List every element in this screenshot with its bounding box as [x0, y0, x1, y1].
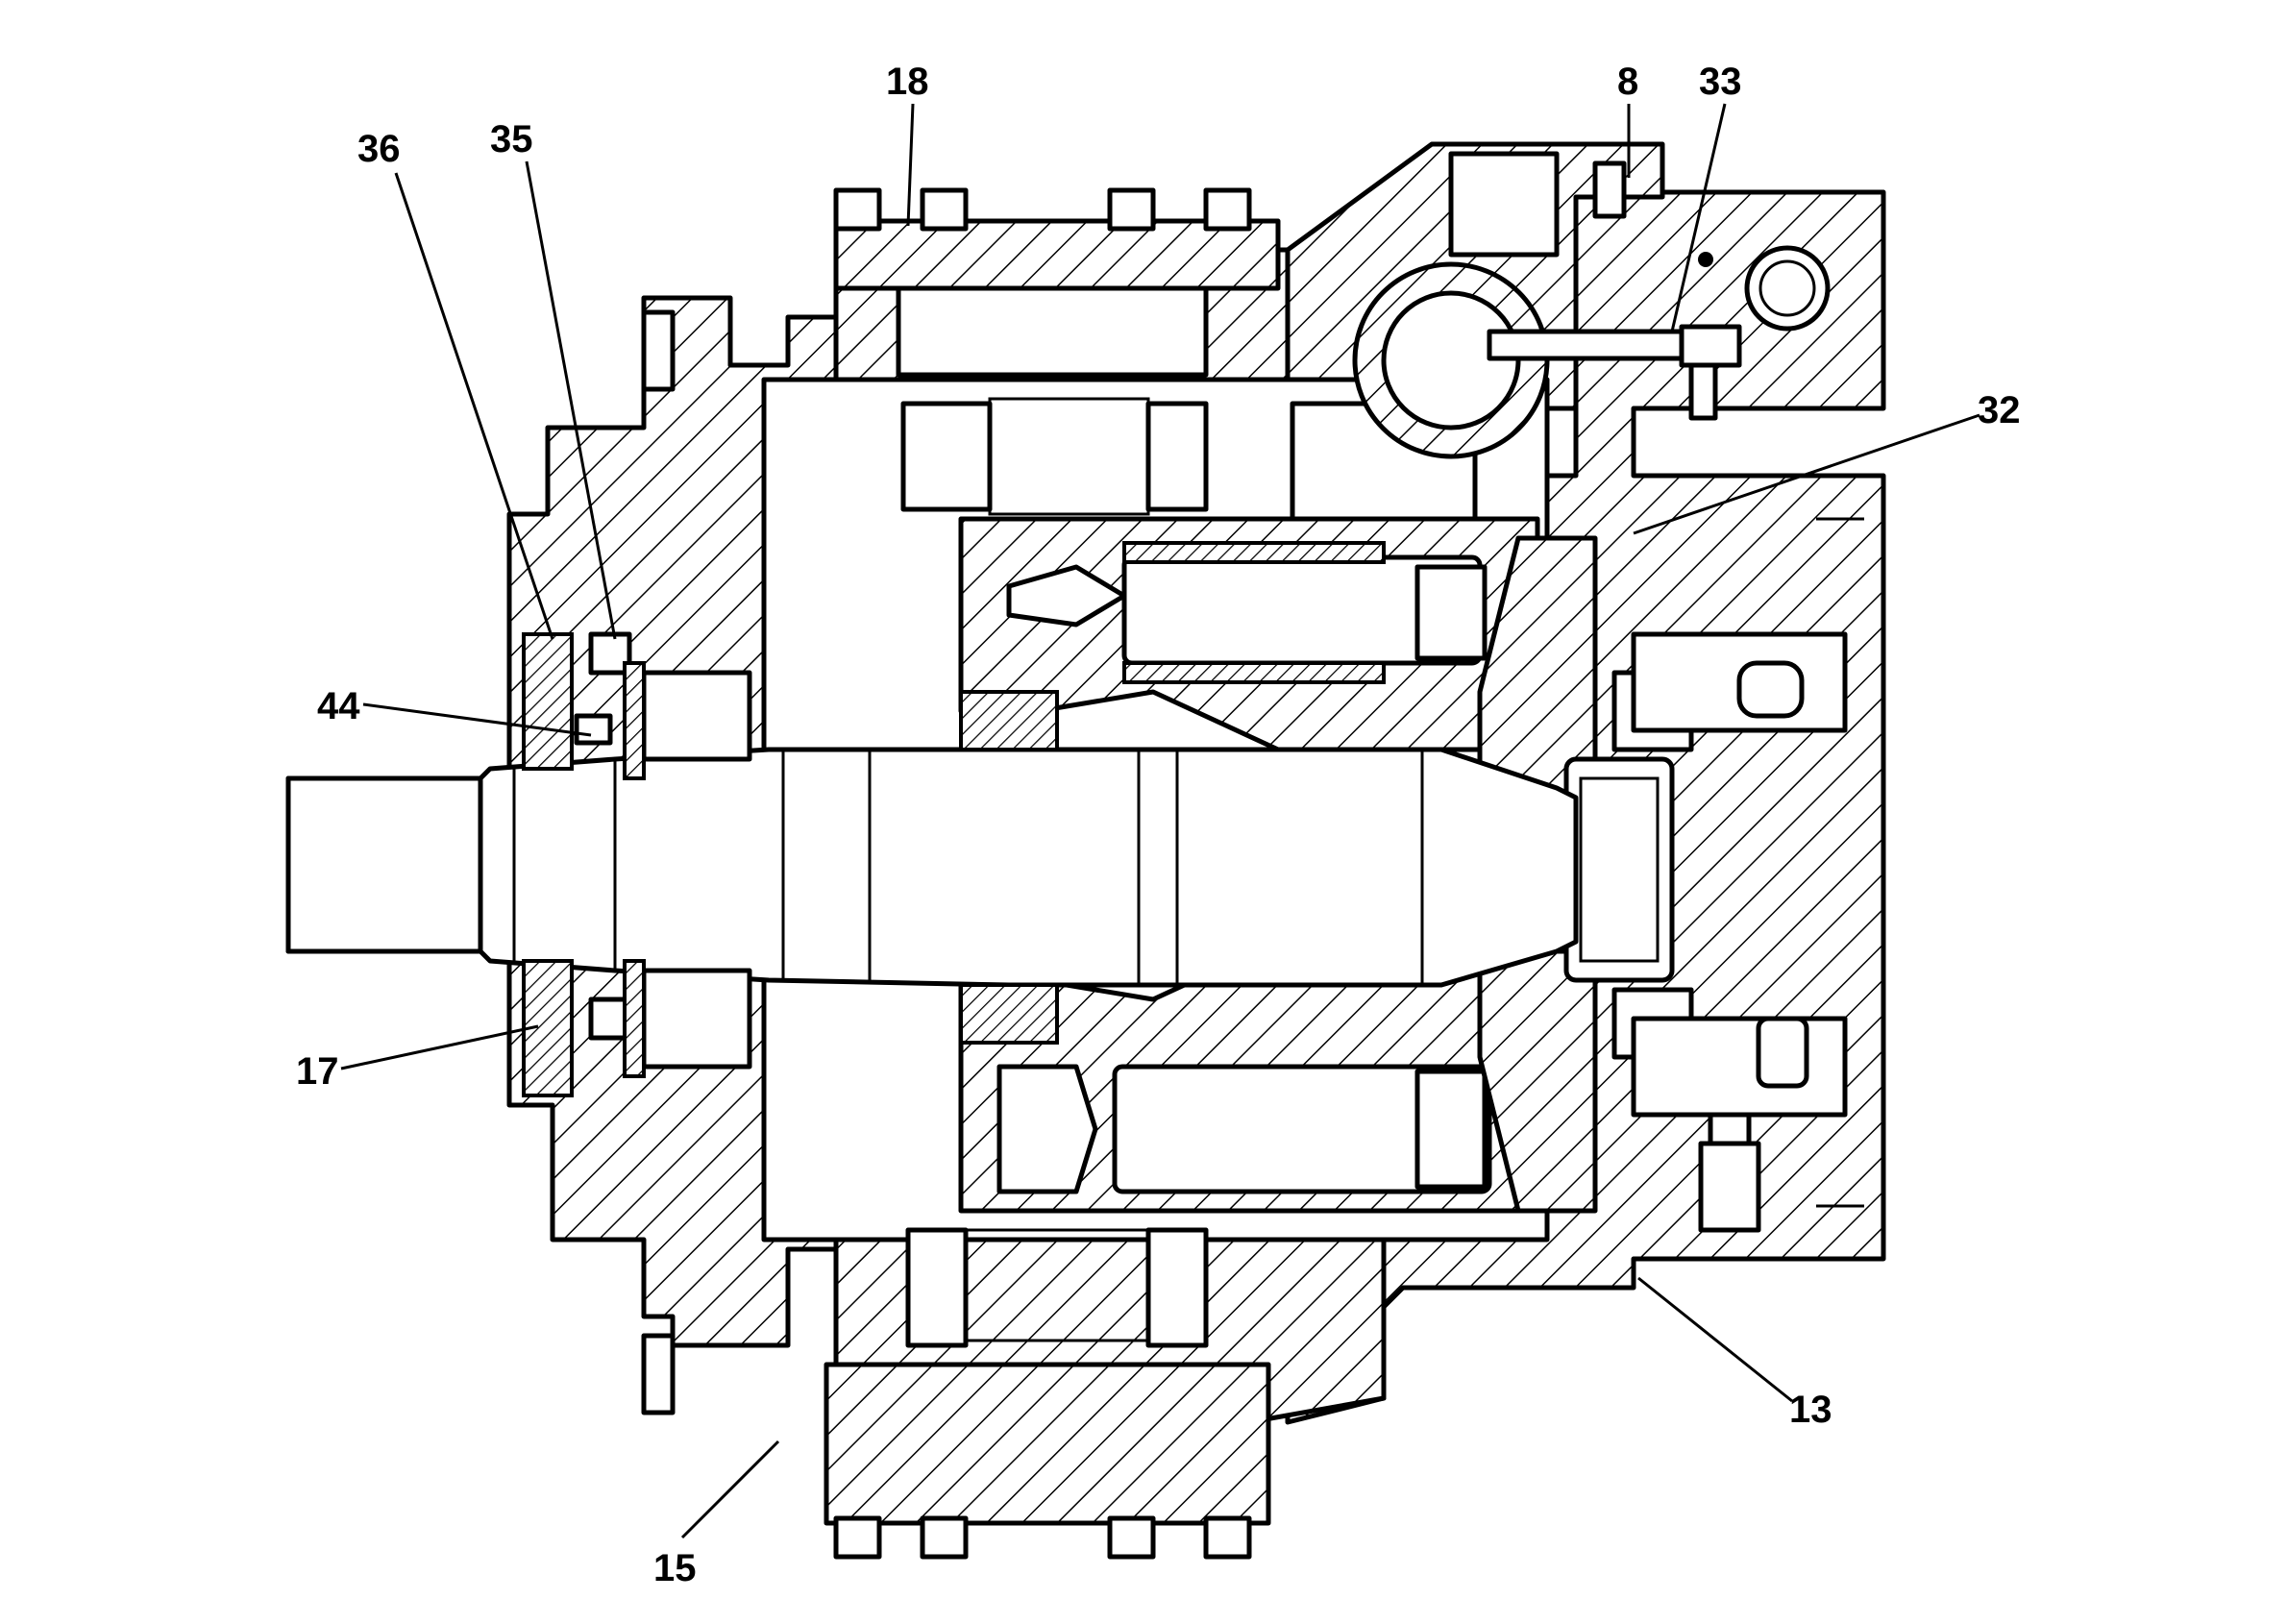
leader-13 [1637, 1276, 1793, 1403]
callout-8: 8 [1617, 61, 1638, 103]
callout-17: 17 [296, 1050, 339, 1093]
leader-33 [1670, 103, 1727, 332]
callout-18: 18 [886, 61, 929, 103]
callout-44: 44 [317, 685, 360, 727]
upper-roller-bearing [896, 285, 1478, 522]
callout-36: 36 [357, 128, 401, 170]
leader-17 [340, 1024, 539, 1070]
callout-33: 33 [1699, 61, 1742, 103]
leader-44 [362, 702, 592, 737]
valve-plate-stack [959, 690, 1059, 1045]
leader-35 [525, 160, 617, 640]
pistons [996, 541, 1492, 1194]
callout-15: 15 [653, 1547, 697, 1589]
lower-roller-bearing [905, 1227, 1209, 1348]
leader-36 [394, 172, 554, 640]
callout-13: 13 [1789, 1389, 1832, 1431]
leader-15 [680, 1439, 780, 1539]
front-seal-and-bearing [522, 631, 752, 1097]
callout-32: 32 [1978, 389, 2021, 431]
flange-lugs [641, 187, 1252, 1560]
leader-lines [340, 103, 1980, 1539]
drive-shaft [285, 747, 1579, 988]
callout-labels: 18 8 33 36 35 32 44 17 13 15 [296, 61, 2021, 1589]
swash-yoke [1352, 151, 1831, 459]
leader-32 [1633, 413, 1980, 535]
leader-18 [906, 103, 915, 227]
callout-35: 35 [490, 118, 533, 160]
rear-cover-features [1631, 517, 1864, 1233]
